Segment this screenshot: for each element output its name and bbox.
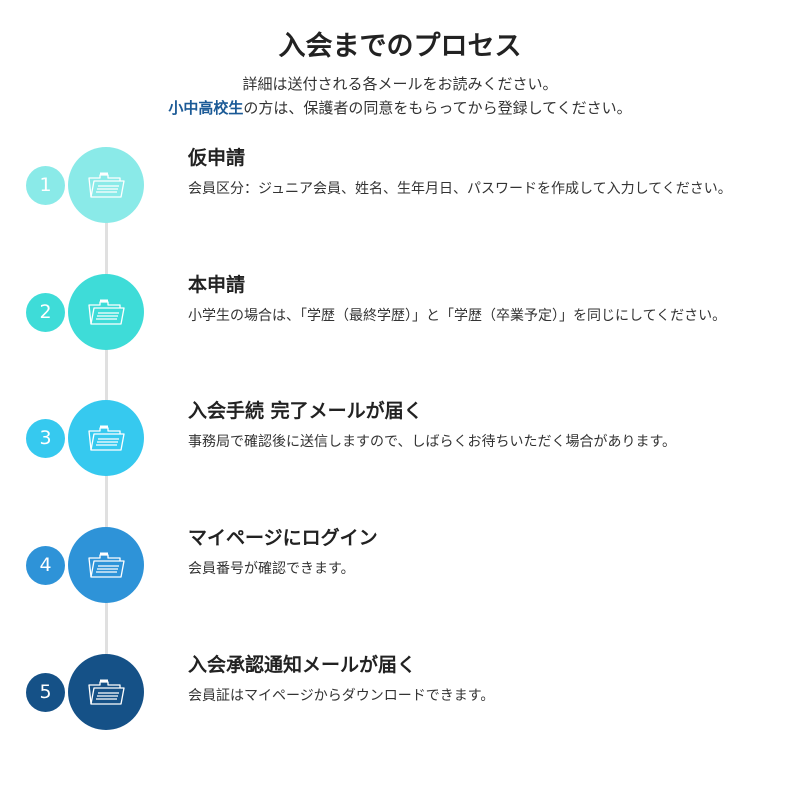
folder-icon	[88, 172, 125, 198]
step-title: 入会承認通知メールが届く	[188, 654, 417, 676]
intro-line-1: 詳細は送付される各メールをお読みください。	[242, 75, 558, 93]
step-title: 本申請	[188, 274, 246, 296]
highlight-students: 小中高校生	[168, 99, 244, 117]
step-icon-circle	[68, 654, 144, 730]
page-title: 入会までのプロセス	[278, 31, 522, 62]
step-description: 小学生の場合は、「学歴（最終学歴）」と「学歴（卒業予定）」を同じにしてください。	[188, 308, 727, 324]
step-number: 4	[26, 545, 65, 585]
folder-icon	[88, 425, 125, 451]
step-icon-circle	[68, 147, 144, 223]
intro-line-2: 小中高校生の方は、保護者の同意をもらってから登録してください。	[0, 96, 800, 120]
step-description: 会員証はマイページからダウンロードできます。	[188, 688, 495, 704]
step-number: 2	[26, 292, 65, 332]
intro-text: 詳細は送付される各メールをお読みください。 小中高校生の方は、保護者の同意をもら…	[0, 72, 800, 120]
step-number: 5	[26, 672, 65, 712]
folder-icon	[88, 552, 125, 578]
step-description: 会員番号が確認できます。	[188, 561, 355, 577]
step-icon-circle	[68, 400, 144, 476]
intro-line-2-rest: の方は、保護者の同意をもらってから登録してください。	[243, 99, 632, 117]
step-description: 事務局で確認後に送信しますので、しばらくお待ちいただく場合があります。	[188, 434, 677, 450]
folder-icon	[88, 679, 125, 705]
step-title: 入会手続 完了メールが届く	[188, 400, 423, 422]
step-icon-circle	[68, 527, 144, 603]
step-icon-circle	[68, 274, 144, 350]
step-number: 3	[26, 418, 65, 458]
step-title: 仮申請	[188, 147, 246, 169]
folder-icon	[88, 299, 125, 325]
step-description: 会員区分：ジュニア会員、姓名、生年月日、パスワードを作成して入力してください。	[188, 181, 732, 197]
step-number: 1	[26, 165, 65, 205]
step-title: マイページにログイン	[188, 527, 378, 549]
